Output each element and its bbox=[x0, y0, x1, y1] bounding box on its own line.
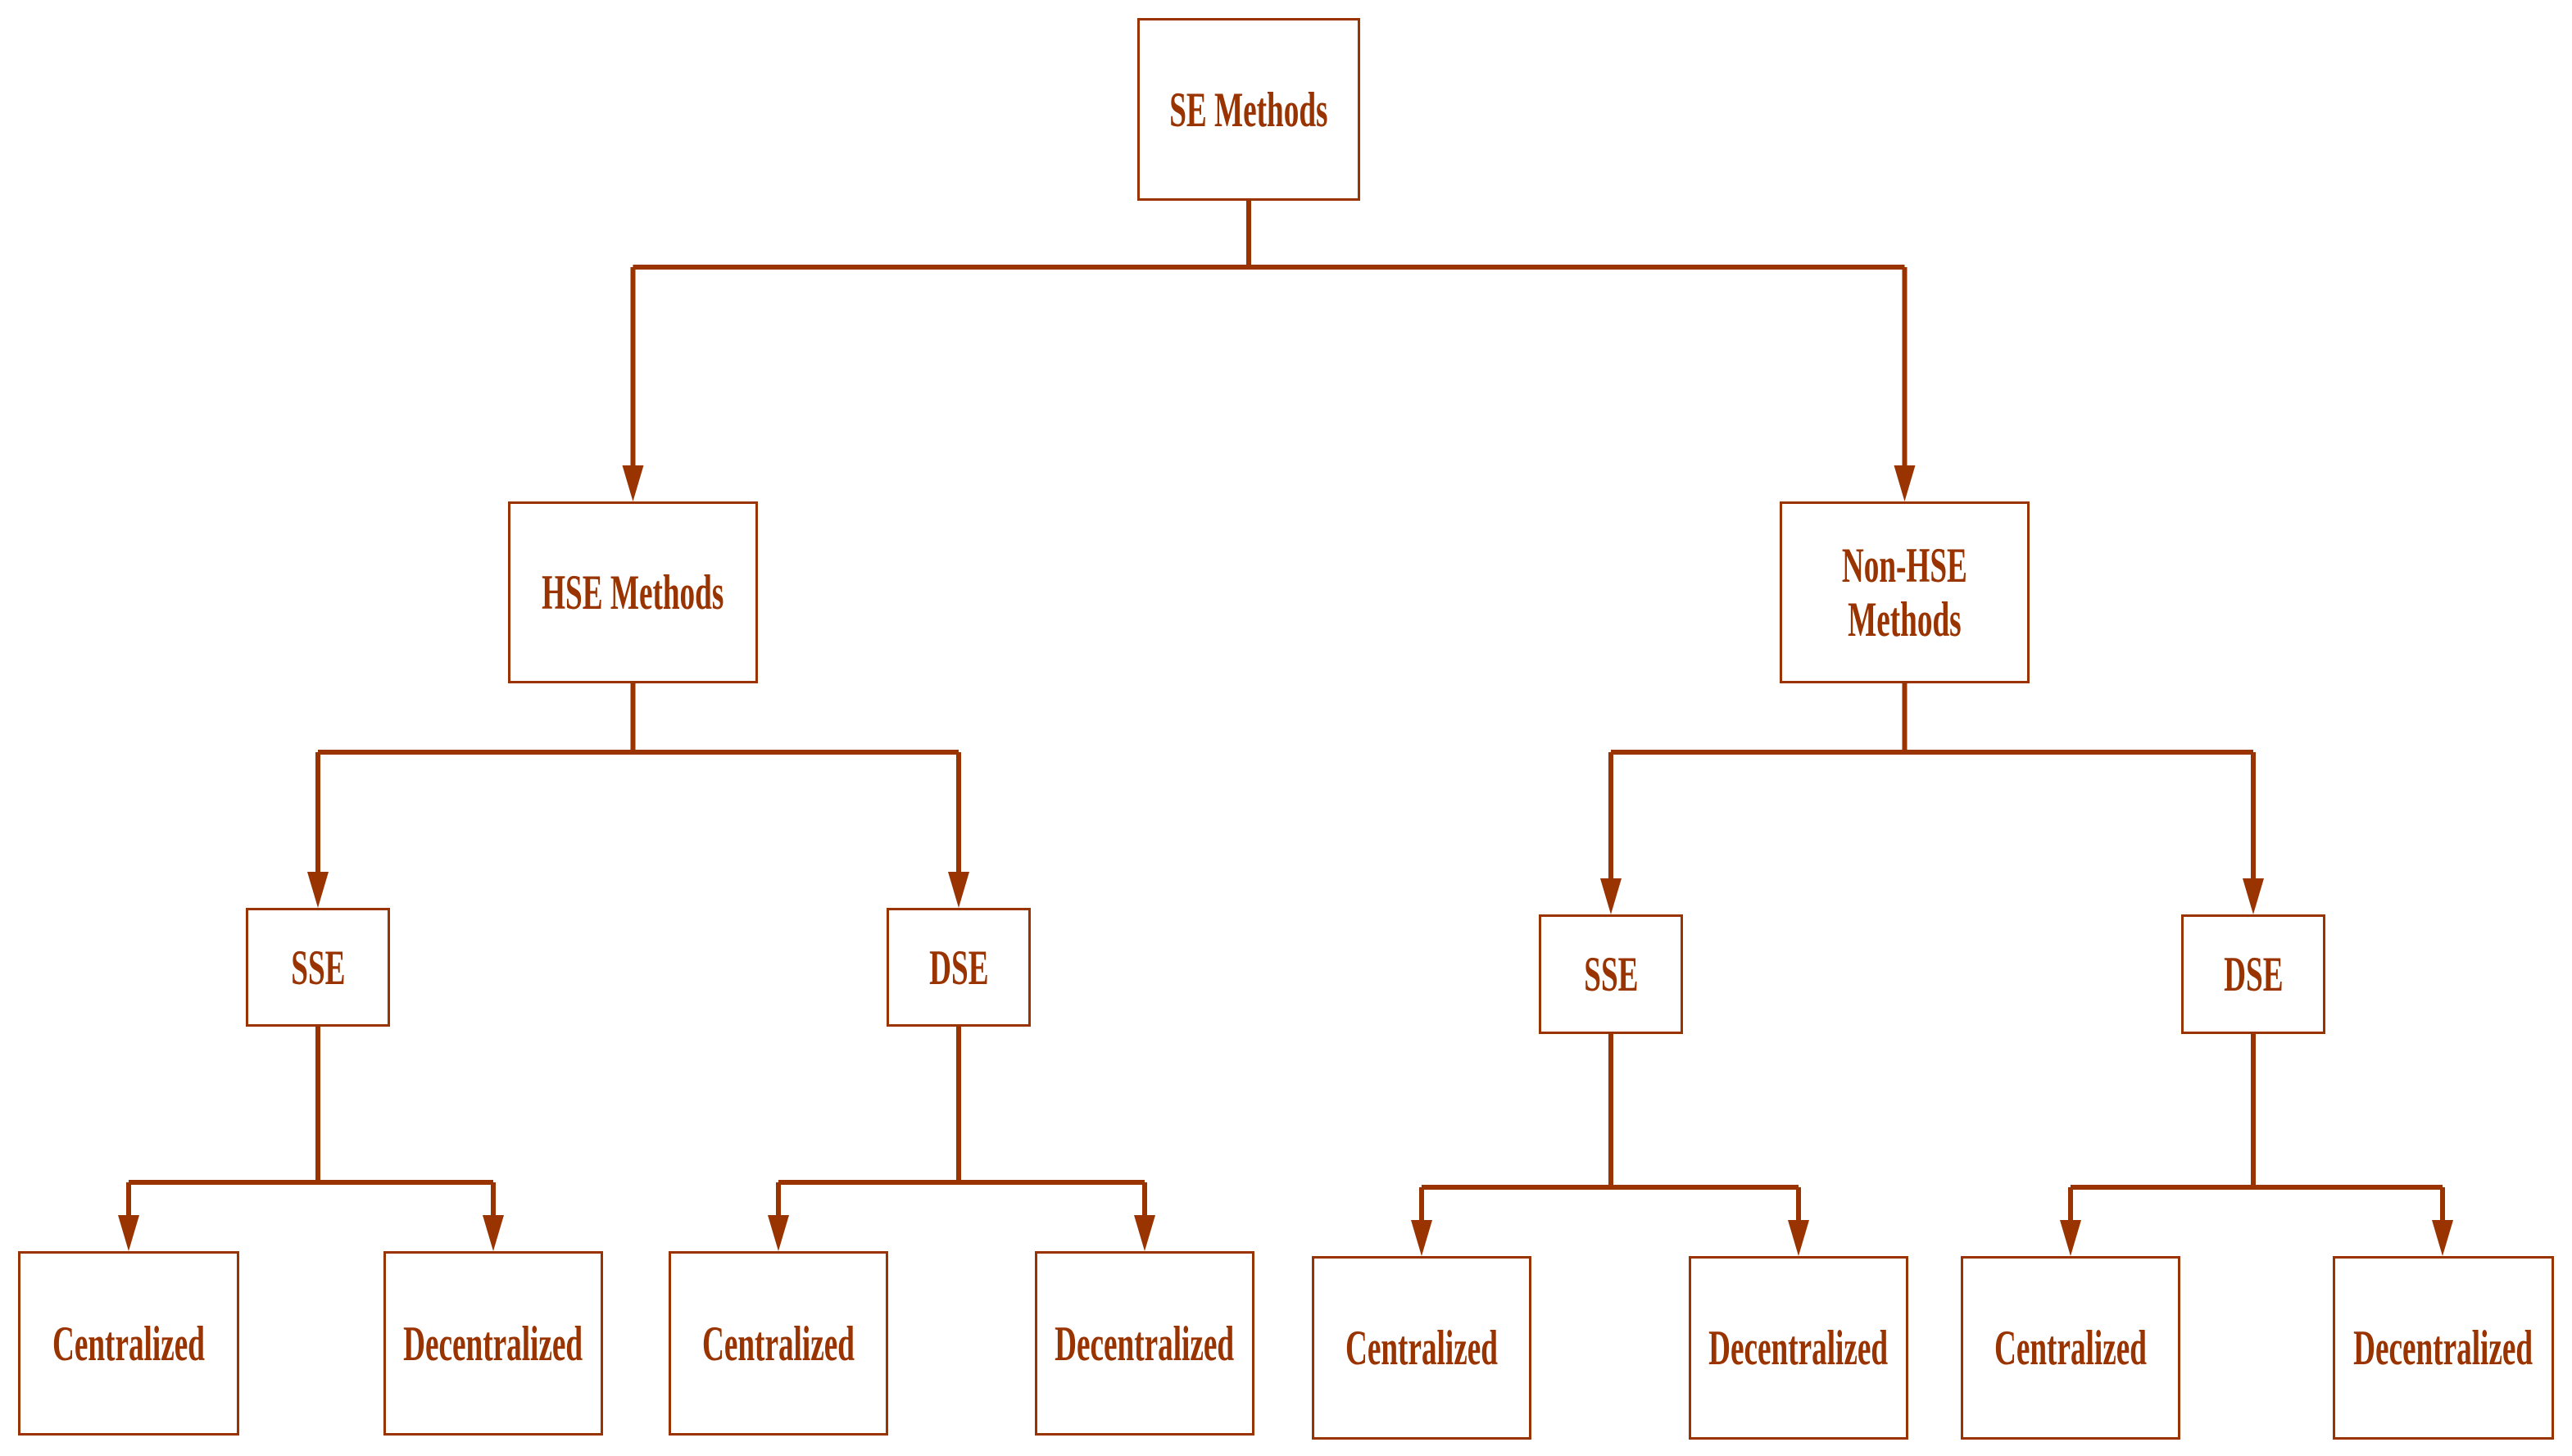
node-se-methods-label: SE Methods bbox=[1169, 82, 1328, 137]
arrow-into-hse-sse bbox=[307, 872, 329, 908]
node-non-hse-methods: Non-HSE Methods bbox=[1780, 501, 2030, 683]
connector-hse-to-sse-dse bbox=[307, 683, 969, 908]
connector-nonhse-to-sse-dse bbox=[1600, 683, 2264, 914]
node-hse-sse-centralized-label: Centralized bbox=[52, 1316, 205, 1371]
arrow-into-nonhse-sse bbox=[1600, 878, 1622, 914]
node-hse-methods: HSE Methods bbox=[508, 501, 758, 683]
node-nonhse-dse-centralized: Centralized bbox=[1961, 1256, 2180, 1440]
arrow-into-nonhse-sse-centralized bbox=[1411, 1220, 1432, 1256]
non-hse-label-line2: Methods bbox=[1848, 592, 1962, 646]
node-nonhse-sse-centralized: Centralized bbox=[1312, 1256, 1531, 1440]
node-nonhse-sse-decentralized: Decentralized bbox=[1689, 1256, 1908, 1440]
node-hse-sse-decentralized: Decentralized bbox=[383, 1251, 603, 1436]
arrow-into-hse-dse-centralized bbox=[768, 1215, 789, 1251]
node-nonhse-dse-decentralized-label: Decentralized bbox=[2353, 1321, 2533, 1375]
arrow-into-non-hse-methods bbox=[1894, 465, 1916, 501]
arrow-into-hse-sse-centralized bbox=[118, 1215, 139, 1251]
node-nonhse-dse-centralized-label: Centralized bbox=[1994, 1321, 2147, 1375]
node-hse-dse-centralized-label: Centralized bbox=[702, 1316, 855, 1371]
connector-nonhse-sse-to-children bbox=[1411, 1034, 1809, 1256]
node-hse-dse-decentralized: Decentralized bbox=[1035, 1251, 1254, 1436]
node-hse-dse: DSE bbox=[887, 908, 1031, 1027]
node-nonhse-sse: SSE bbox=[1539, 914, 1683, 1034]
node-hse-sse: SSE bbox=[246, 908, 390, 1027]
node-hse-dse-centralized: Centralized bbox=[669, 1251, 888, 1436]
arrow-into-hse-dse-decentralized bbox=[1134, 1215, 1155, 1251]
node-nonhse-sse-decentralized-label: Decentralized bbox=[1708, 1321, 1889, 1375]
arrow-into-nonhse-dse-decentralized bbox=[2432, 1220, 2453, 1256]
node-hse-methods-label: HSE Methods bbox=[542, 565, 724, 619]
node-hse-sse-label: SSE bbox=[290, 940, 346, 995]
arrow-into-nonhse-dse-centralized bbox=[2060, 1220, 2081, 1256]
node-nonhse-dse-decentralized: Decentralized bbox=[2333, 1256, 2554, 1440]
arrow-into-nonhse-dse bbox=[2243, 878, 2264, 914]
node-hse-dse-decentralized-label: Decentralized bbox=[1055, 1316, 1235, 1371]
connector-root-to-hse-and-nonhse bbox=[622, 201, 1916, 501]
node-nonhse-dse: DSE bbox=[2181, 914, 2325, 1034]
node-hse-dse-label: DSE bbox=[928, 940, 989, 995]
node-nonhse-dse-label: DSE bbox=[2223, 947, 2284, 1001]
node-se-methods: SE Methods bbox=[1137, 18, 1360, 201]
node-hse-sse-centralized: Centralized bbox=[18, 1251, 239, 1436]
connector-hse-sse-to-children bbox=[118, 1027, 504, 1251]
arrow-into-nonhse-sse-decentralized bbox=[1788, 1220, 1809, 1256]
arrow-into-hse-sse-decentralized bbox=[483, 1215, 504, 1251]
node-nonhse-sse-centralized-label: Centralized bbox=[1345, 1321, 1498, 1375]
node-nonhse-sse-label: SSE bbox=[1583, 947, 1639, 1001]
node-non-hse-methods-label: Non-HSE Methods bbox=[1842, 538, 1967, 646]
arrow-into-hse-dse bbox=[948, 872, 969, 908]
connector-hse-dse-to-children bbox=[768, 1027, 1155, 1251]
node-hse-sse-decentralized-label: Decentralized bbox=[403, 1316, 583, 1371]
connector-nonhse-dse-to-children bbox=[2060, 1034, 2453, 1256]
non-hse-label-line1: Non-HSE bbox=[1842, 538, 1967, 592]
arrow-into-hse-methods bbox=[622, 465, 644, 501]
